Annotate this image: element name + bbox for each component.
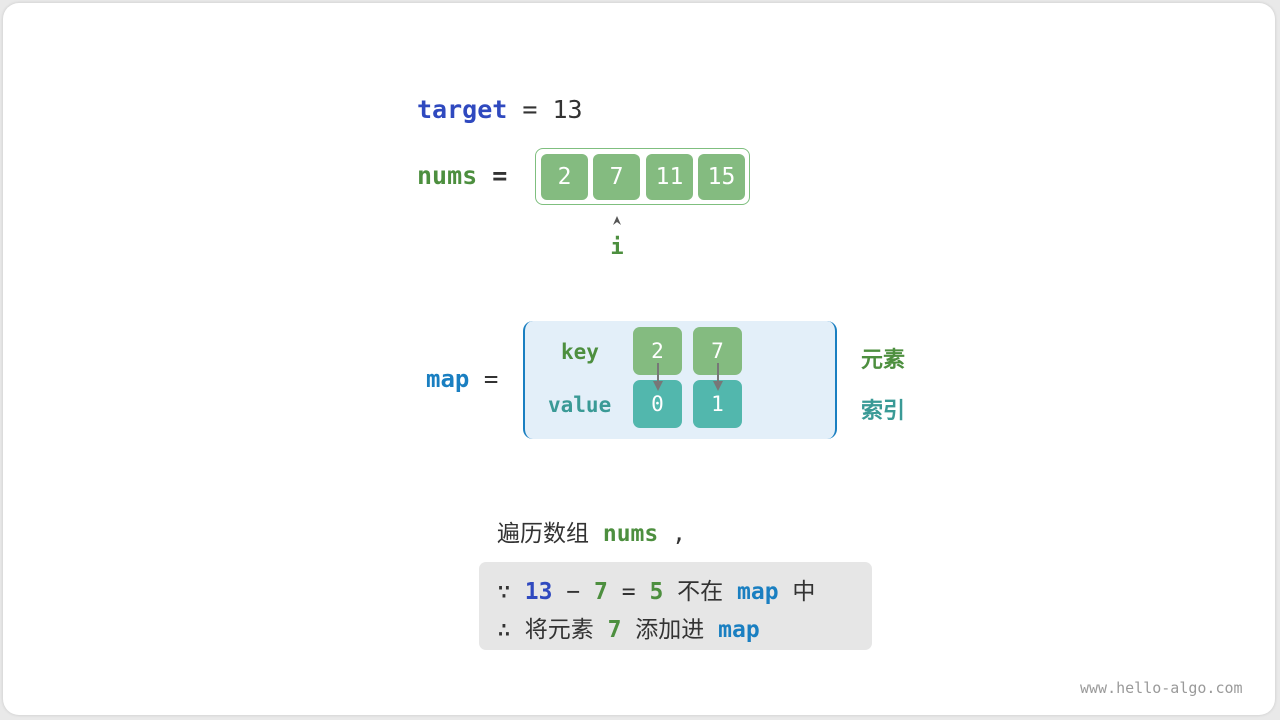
nums-cell: 7 bbox=[593, 154, 640, 200]
key-row-label: key bbox=[561, 340, 599, 364]
minus-symbol: − bbox=[566, 579, 581, 605]
nums-equals: = bbox=[492, 161, 508, 190]
target-line: target = 13 bbox=[417, 95, 583, 124]
in-text: 中 bbox=[792, 579, 816, 605]
map-arrow-icon bbox=[713, 363, 723, 391]
nums-cell: 15 bbox=[698, 154, 745, 200]
add-into-text: 添加进 bbox=[635, 617, 705, 643]
map-value-cell: 0 bbox=[633, 380, 682, 428]
target-equals: = bbox=[522, 95, 538, 124]
element-ref: 7 bbox=[607, 617, 622, 643]
map-ref: map bbox=[737, 579, 779, 605]
target-value-ref: 13 bbox=[524, 579, 553, 605]
explanation-line: ∴ 将元素 7 添加进 map bbox=[497, 610, 760, 644]
nums-name: nums bbox=[417, 161, 478, 190]
watermark: www.hello-algo.com bbox=[1080, 679, 1243, 697]
nums-cell: 11 bbox=[646, 154, 693, 200]
add-element-text: 将元素 bbox=[524, 617, 594, 643]
caption-comma: , bbox=[672, 521, 686, 547]
therefore-symbol: ∴ bbox=[497, 617, 511, 643]
map-ref: map bbox=[718, 617, 760, 643]
equals-symbol: = bbox=[621, 579, 636, 605]
value-row-label: value bbox=[548, 393, 612, 417]
caption-var: nums bbox=[602, 521, 659, 547]
pointer-label: i bbox=[610, 235, 624, 260]
because-symbol: ∵ bbox=[497, 579, 511, 605]
not-in-text: 不在 bbox=[677, 579, 724, 605]
pointer-arrow-icon bbox=[613, 216, 621, 225]
map-label: map = bbox=[426, 365, 498, 393]
complement-value: 5 bbox=[649, 579, 664, 605]
element-ref: 7 bbox=[594, 579, 608, 605]
map-equals: = bbox=[483, 365, 499, 393]
caption: 遍历数组 nums , bbox=[497, 514, 686, 548]
side-label-indices: 索引 bbox=[861, 399, 906, 424]
nums-array: 2 7 11 15 bbox=[535, 148, 750, 205]
map-arrow-icon bbox=[653, 363, 663, 391]
explanation-box: ∵ 13 − 7 = 5 不在 map 中 ∴ 将元素 7 添加进 map bbox=[479, 562, 872, 650]
side-label-elements: 元素 bbox=[861, 348, 906, 373]
map-name: map bbox=[426, 365, 470, 393]
nums-cell: 2 bbox=[541, 154, 588, 200]
nums-label: nums = bbox=[417, 161, 507, 190]
explanation-line: ∵ 13 − 7 = 5 不在 map 中 bbox=[497, 572, 815, 606]
target-name: target bbox=[417, 95, 508, 124]
target-value: 13 bbox=[552, 95, 583, 124]
diagram-card: target = 13 nums = 2 7 11 15 i map = key… bbox=[3, 3, 1275, 715]
caption-text: 遍历数组 bbox=[497, 521, 589, 547]
